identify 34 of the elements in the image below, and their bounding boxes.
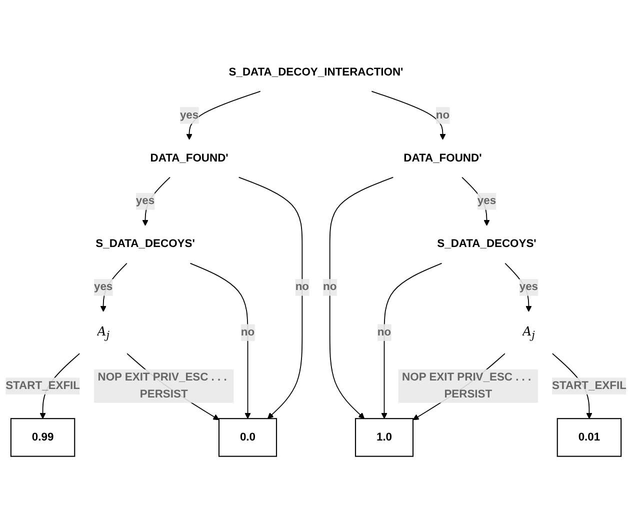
node-box: 1.0 — [354, 418, 414, 456]
arrow — [371, 90, 446, 140]
edge-label: no — [322, 280, 337, 293]
edge-label: no — [377, 326, 392, 338]
edge-label: NOP EXIT PRIV_ESC . . . PERSIST — [402, 370, 532, 400]
edge-label: yes — [136, 194, 155, 207]
node-text: S_DATA_DECOY_INTERACTION' — [228, 66, 404, 78]
node-text: A$_{j}$ — [97, 324, 110, 341]
arrow — [504, 262, 532, 312]
edge-label: yes — [94, 280, 113, 293]
edge-label: yes — [477, 194, 496, 207]
arrow — [186, 90, 261, 140]
arrow — [462, 176, 490, 226]
arrow — [238, 176, 303, 418]
edge-label: START_EXFIL — [6, 379, 80, 392]
arrow — [190, 262, 251, 418]
arrow — [381, 262, 442, 418]
arrow — [329, 176, 394, 418]
arrow — [142, 176, 170, 226]
edge-label: START_EXFIL — [552, 379, 626, 392]
edge-label: no — [240, 326, 255, 338]
edge-label: no — [295, 280, 310, 293]
edge-label: yes — [180, 108, 199, 121]
edge-label: no — [436, 108, 450, 121]
node-text: S_DATA_DECOYS' — [96, 238, 195, 250]
node-box: 0.01 — [556, 418, 622, 456]
node-text: A$_{j}$ — [522, 324, 535, 341]
node-text: DATA_FOUND' — [404, 152, 482, 164]
node-text: DATA_FOUND' — [150, 152, 228, 164]
node-text: S_DATA_DECOYS' — [437, 238, 536, 250]
node-box: 0.99 — [10, 418, 76, 456]
node-box: 0.0 — [218, 418, 278, 456]
edge-label: NOP EXIT PRIV_ESC . . . PERSIST — [98, 370, 227, 400]
edge-label: yes — [519, 280, 538, 293]
